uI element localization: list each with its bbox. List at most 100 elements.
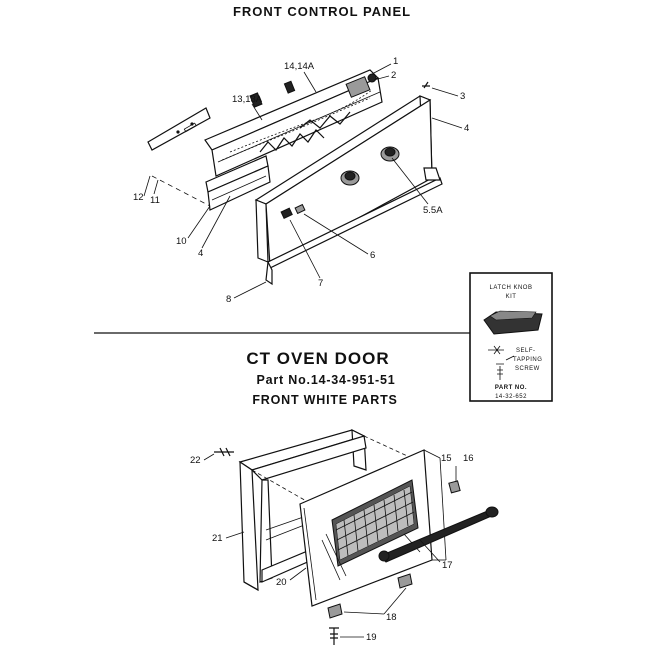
leader-line	[383, 587, 407, 615]
switch-knob-stem	[367, 73, 377, 83]
kit-box-frame	[469, 272, 553, 402]
door-hinge-foot	[327, 603, 343, 619]
end-plate-hole	[176, 130, 180, 134]
title-oven-door: CT OVEN DOOR	[246, 349, 389, 368]
leader-line	[187, 205, 211, 239]
callout-1: 1	[393, 56, 398, 67]
latch-knob-top	[489, 310, 537, 321]
leader-line	[289, 219, 321, 279]
door-panel-top-edge	[423, 449, 441, 459]
leader-line	[343, 611, 385, 615]
callout-6: 6	[370, 250, 375, 261]
leader-line	[371, 63, 392, 75]
oven-door-callouts: 22 15 16 21 17 20 18 19	[190, 453, 474, 643]
mounting-bracket	[299, 111, 351, 129]
callout-17: 17	[442, 560, 453, 571]
door-window-mesh-lines	[335, 491, 415, 551]
leader-line	[303, 71, 317, 93]
callout-2: 2	[391, 70, 396, 81]
door-handle-end	[378, 550, 390, 562]
indicator-lens	[294, 203, 306, 215]
wiring-harness	[229, 89, 373, 153]
screw	[329, 627, 339, 645]
end-plate	[147, 107, 211, 151]
door-panel-edge	[303, 507, 317, 601]
leader-line	[201, 195, 231, 249]
switch-block	[283, 80, 296, 94]
door-frame-inner-top	[250, 435, 367, 481]
control-panel-foot	[423, 167, 441, 181]
door-frame-left	[239, 460, 259, 592]
door-handle-end	[485, 506, 499, 518]
callout-8: 8	[226, 294, 231, 305]
callout-15: 15	[441, 453, 452, 464]
kit-heading-line2: KIT	[506, 294, 517, 300]
door-hinge-foot	[397, 573, 413, 589]
latch-clip	[448, 480, 461, 494]
leader-line	[225, 531, 245, 539]
callout-22: 22	[190, 455, 201, 466]
explode-guide	[251, 469, 309, 503]
door-frame-edge	[243, 581, 259, 591]
leader-line	[431, 87, 459, 97]
callout-11: 11	[150, 195, 160, 206]
wiring-harness	[221, 97, 371, 161]
explode-guide	[363, 435, 417, 461]
mounting-bracket	[259, 129, 325, 153]
door-window-mesh-lines	[343, 489, 409, 557]
leader-line	[143, 175, 151, 197]
end-plate-slot	[183, 122, 197, 133]
kit-part-no-value: 14-32-652	[495, 394, 527, 400]
indicator-light	[280, 207, 293, 219]
screw-icon	[488, 345, 504, 355]
front-control-panel-assembly	[147, 69, 443, 286]
door-panel-side-edge	[439, 457, 447, 561]
control-panel-foot	[265, 259, 273, 286]
leader-line	[153, 179, 159, 195]
callout-18: 18	[386, 612, 397, 623]
callout-3: 3	[460, 91, 465, 102]
callout-7: 7	[318, 278, 323, 289]
title-front-control-panel: FRONT CONTROL PANEL	[233, 4, 411, 19]
leader-line	[203, 453, 215, 461]
leader-line	[419, 539, 441, 563]
leader-line	[251, 103, 263, 121]
infinite-switch	[345, 76, 371, 98]
callout-14-14a: 14,14A	[284, 61, 315, 72]
backguard-panel-face	[211, 77, 383, 177]
callout-19: 19	[366, 632, 377, 643]
title-front-white-parts: FRONT WHITE PARTS	[252, 393, 397, 407]
title-part-no: Part No.14-34-951-51	[257, 373, 396, 387]
leader-line	[289, 567, 307, 581]
callout-21: 21	[212, 533, 223, 544]
kit-heading-line1: LATCH KNOB	[490, 285, 533, 291]
screw-label-line2: TAPPING	[513, 357, 542, 363]
kit-part-no-label: PART NO.	[495, 385, 527, 391]
latch-knob-kit-box: LATCH KNOB KIT SELF- TAPPING SCREW PART …	[469, 272, 553, 402]
leader-line	[303, 213, 369, 255]
leader-line	[233, 281, 267, 299]
control-knob-cap	[384, 147, 396, 157]
callout-4-bottom: 4	[198, 248, 203, 259]
screw-label-line1: SELF-	[516, 348, 536, 354]
self-tapping-screw-icon	[496, 363, 504, 380]
explode-guide	[151, 175, 211, 207]
callout-10: 10	[176, 236, 187, 247]
callout-5-5a: 5.5A	[423, 205, 443, 216]
switch-block	[249, 92, 263, 108]
callout-4-top: 4	[464, 123, 469, 134]
leader-line	[373, 75, 390, 81]
control-knob-cap	[344, 171, 356, 181]
callout-12: 12	[133, 192, 144, 203]
trim-strip-line	[211, 175, 267, 201]
leader-line	[431, 117, 463, 129]
screw-label-line3: SCREW	[515, 366, 540, 372]
leader-line	[505, 355, 515, 361]
leader-line	[391, 157, 429, 205]
screw	[214, 447, 234, 457]
callout-13-13a: 13,13A	[232, 94, 263, 105]
front-panel-callouts: 14,14A 1 2 13,13A 3 4 12 11 5.5A 10 4 6 …	[133, 56, 469, 305]
callout-16: 16	[463, 453, 474, 464]
oven-door-assembly	[214, 429, 499, 645]
